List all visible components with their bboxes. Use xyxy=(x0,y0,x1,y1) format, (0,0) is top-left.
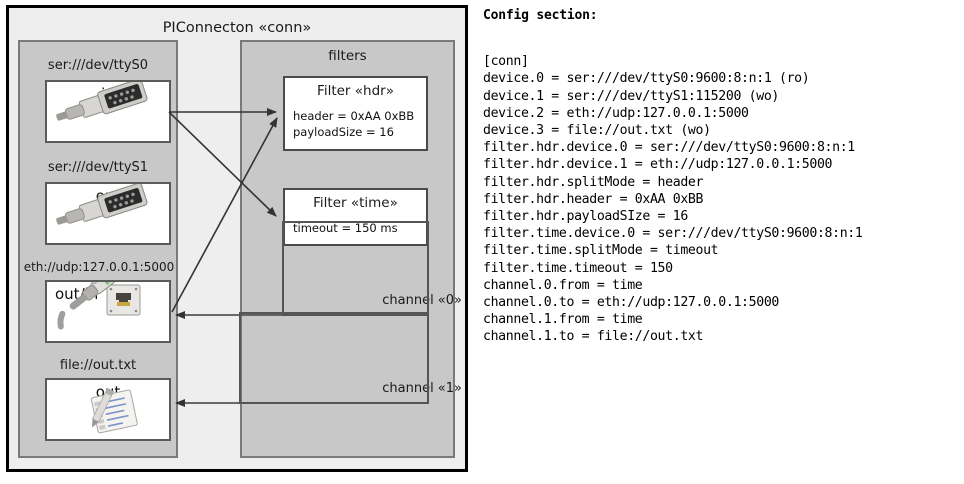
filter-box-hdr[interactable]: Filter «hdr» header = 0xAA 0xBB payloadS… xyxy=(283,76,428,151)
ethernet-jack-icon xyxy=(57,282,141,330)
device-box-ttys1[interactable]: out xyxy=(45,182,171,245)
filter-box-time[interactable]: Filter «time» timeout = 150 ms xyxy=(283,188,428,246)
device-caption-ttys0: ser:///dev/ttyS0 xyxy=(47,58,149,73)
device-caption-eth: eth://udp:127.0.0.1:5000 xyxy=(23,260,175,274)
serial-port-icon xyxy=(56,82,148,121)
filter-attr-timeout: timeout = 150 ms xyxy=(293,221,398,235)
filters-group-title: filters xyxy=(328,48,367,64)
device-caption-file: file://out.txt xyxy=(59,358,137,373)
filter-attr-header: header = 0xAA 0xBB xyxy=(293,109,415,123)
device-caption-ttys1: ser:///dev/ttyS1 xyxy=(47,160,149,175)
serial-port-icon xyxy=(56,184,148,225)
config-heading: Config section: xyxy=(483,8,598,23)
filter-title-time: Filter «time» xyxy=(313,195,398,211)
device-box-ttys0[interactable]: in xyxy=(45,80,171,143)
device-box-file[interactable]: out xyxy=(45,378,171,441)
page-title: PIConnecton «conn» xyxy=(162,20,312,36)
channel-label-0: channel «0» xyxy=(382,293,462,308)
device-box-eth[interactable]: out/in xyxy=(45,280,171,343)
channel-label-1: channel «1» xyxy=(382,381,462,396)
config-text: [conn] device.0 = ser:///dev/ttyS0:9600:… xyxy=(483,54,863,345)
config-section: Config section: [conn] device.0 = ser://… xyxy=(478,0,964,484)
filter-attr-payloadsize: payloadSize = 16 xyxy=(293,125,394,139)
notepad-pencil-icon xyxy=(90,387,138,434)
filter-title-hdr: Filter «hdr» xyxy=(317,83,394,99)
connection-diagram: PIConnecton «conn» filters ser:///dev/tt… xyxy=(0,0,472,484)
